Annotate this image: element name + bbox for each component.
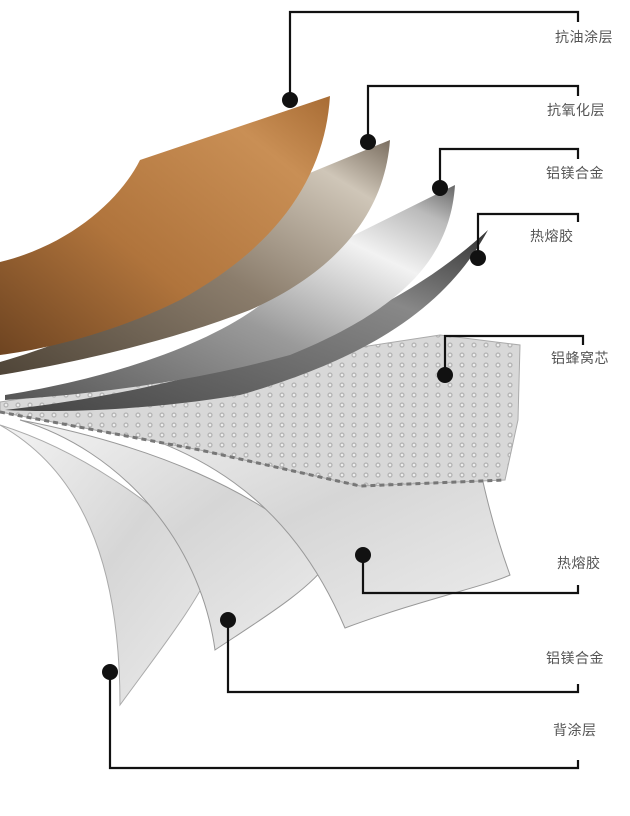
leader-dots: [102, 92, 486, 680]
anti-oil-coating-layer: [0, 96, 330, 355]
top-alloy-layer: [5, 185, 455, 400]
label-bottom-al-mg-alloy: 铝镁合金: [546, 651, 604, 667]
label-bottom-hot-melt-glue: 热熔胶: [557, 556, 601, 572]
bottom-alloy-sheet: [19, 419, 331, 651]
label-top-al-mg-alloy: 铝镁合金: [546, 166, 604, 182]
top-glue-layer: [5, 230, 488, 412]
label-back-coating: 背涂层: [553, 723, 597, 739]
label-anti-oxidation-layer: 抗氧化层: [547, 103, 605, 119]
leader-lines: [108, 10, 585, 770]
back-coat-sheet: [0, 424, 216, 707]
label-aluminum-honeycomb-core: 铝蜂窝芯: [551, 351, 609, 367]
label-top-hot-melt-glue: 热熔胶: [530, 229, 574, 245]
label-anti-oil-coating: 抗油涂层: [555, 30, 613, 46]
